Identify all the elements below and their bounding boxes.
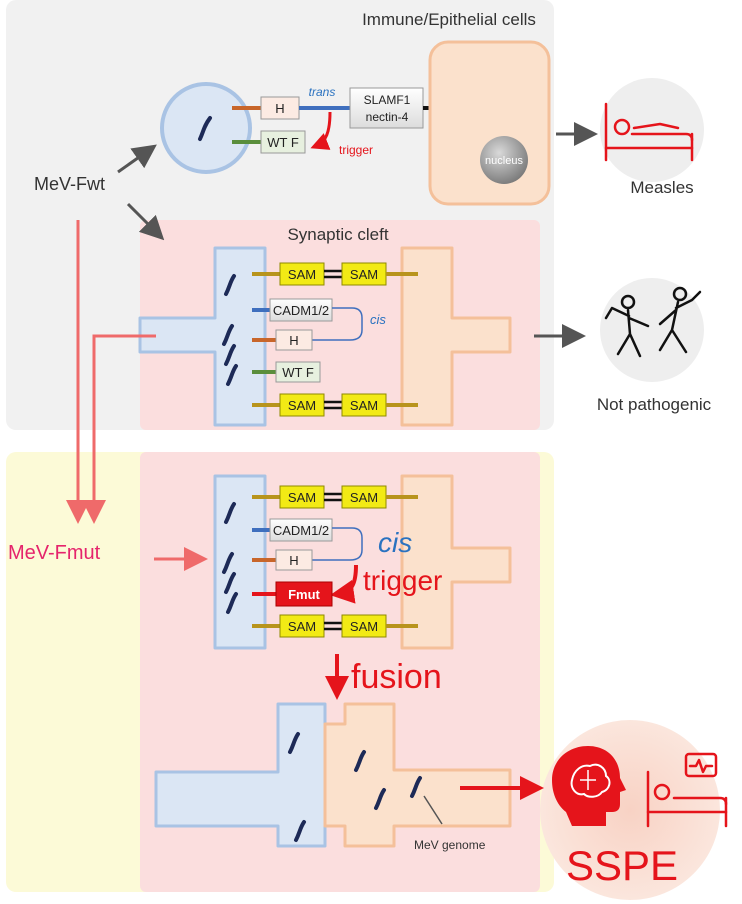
sam-label: SAM	[350, 619, 378, 634]
nucleus	[480, 136, 528, 184]
sam-box	[279, 485, 325, 509]
genome-pointer	[423, 795, 443, 825]
receptor-box	[349, 87, 424, 129]
cadm-box	[269, 298, 333, 322]
wtf-protein-box	[260, 130, 306, 154]
genome-label: MeV genome	[414, 838, 486, 852]
bed-patient-icon	[604, 102, 694, 162]
sam-label: SAM	[350, 398, 378, 413]
fmut-protein-label: Fmut	[288, 587, 320, 602]
mev-fmut-label: MeV-Fmut	[8, 542, 101, 564]
nucleus-label: nucleus	[485, 155, 523, 167]
title-synaptic-cleft: Synaptic cleft	[287, 225, 388, 244]
h-protein-box	[275, 549, 313, 571]
arrow-fwt-to-virion	[117, 144, 157, 174]
sam-label: SAM	[288, 267, 316, 282]
trigger-label-large: trigger	[363, 565, 442, 596]
sam-label: SAM	[288, 398, 316, 413]
sam-label: SAM	[288, 490, 316, 505]
cis-link-large	[312, 527, 363, 561]
trigger-arrow-small	[310, 111, 332, 150]
fused-orange-neuron	[323, 702, 512, 848]
title-immune-cells: Immune/Epithelial cells	[362, 10, 536, 29]
trigger-arrow-large	[330, 564, 358, 604]
fmut-protein-box	[275, 581, 333, 607]
sspe-label: SSPE	[566, 842, 678, 889]
slamf1-label: SLAMF1	[364, 93, 411, 107]
genome-squiggle	[198, 116, 212, 141]
sam-box	[279, 262, 325, 286]
trans-label: trans	[309, 85, 336, 99]
sam-label: SAM	[288, 619, 316, 634]
cadm-label: CADM1/2	[273, 523, 329, 538]
nectin4-label: nectin-4	[366, 110, 409, 124]
h-protein-label: H	[289, 333, 298, 348]
cis-label-large: cis	[378, 527, 412, 558]
dancing-people-icon	[604, 286, 702, 358]
h-protein-label: H	[275, 101, 284, 116]
cadm-box	[269, 518, 333, 542]
sam-box	[279, 393, 325, 417]
cadm-label: CADM1/2	[273, 303, 329, 318]
sam-box	[279, 614, 325, 638]
not-pathogenic-label: Not pathogenic	[597, 395, 712, 414]
synapse-genomes	[222, 274, 238, 386]
arrow-fwt-to-synapse	[126, 202, 165, 241]
cis-label-small: cis	[370, 312, 386, 327]
postsynaptic-neuron-2	[400, 474, 512, 650]
sam-label: SAM	[350, 267, 378, 282]
mev-fwt-label: MeV-Fwt	[34, 174, 105, 194]
fmut-genomes	[222, 502, 238, 614]
cis-link-small	[312, 307, 363, 341]
measles-label: Measles	[630, 178, 693, 197]
presynaptic-neuron	[138, 246, 267, 427]
wtf-protein-label: WT F	[282, 365, 314, 380]
bed-monitor-icon	[646, 752, 728, 828]
dancers-halo	[600, 278, 704, 382]
brain-head-icon	[552, 746, 626, 826]
sam-label: SAM	[350, 490, 378, 505]
pink-arrow-from-synapse	[82, 334, 156, 524]
wtf-protein-label: WT F	[267, 135, 299, 150]
measles-halo	[600, 78, 704, 182]
wtf-protein-box	[275, 361, 321, 383]
fusion-label: fusion	[351, 658, 442, 696]
host-cell	[428, 40, 551, 206]
h-protein-box	[275, 329, 313, 351]
trigger-label-small: trigger	[339, 143, 373, 157]
postsynaptic-neuron	[400, 246, 512, 427]
fused-genomes	[288, 732, 422, 842]
h-protein-label: H	[289, 553, 298, 568]
